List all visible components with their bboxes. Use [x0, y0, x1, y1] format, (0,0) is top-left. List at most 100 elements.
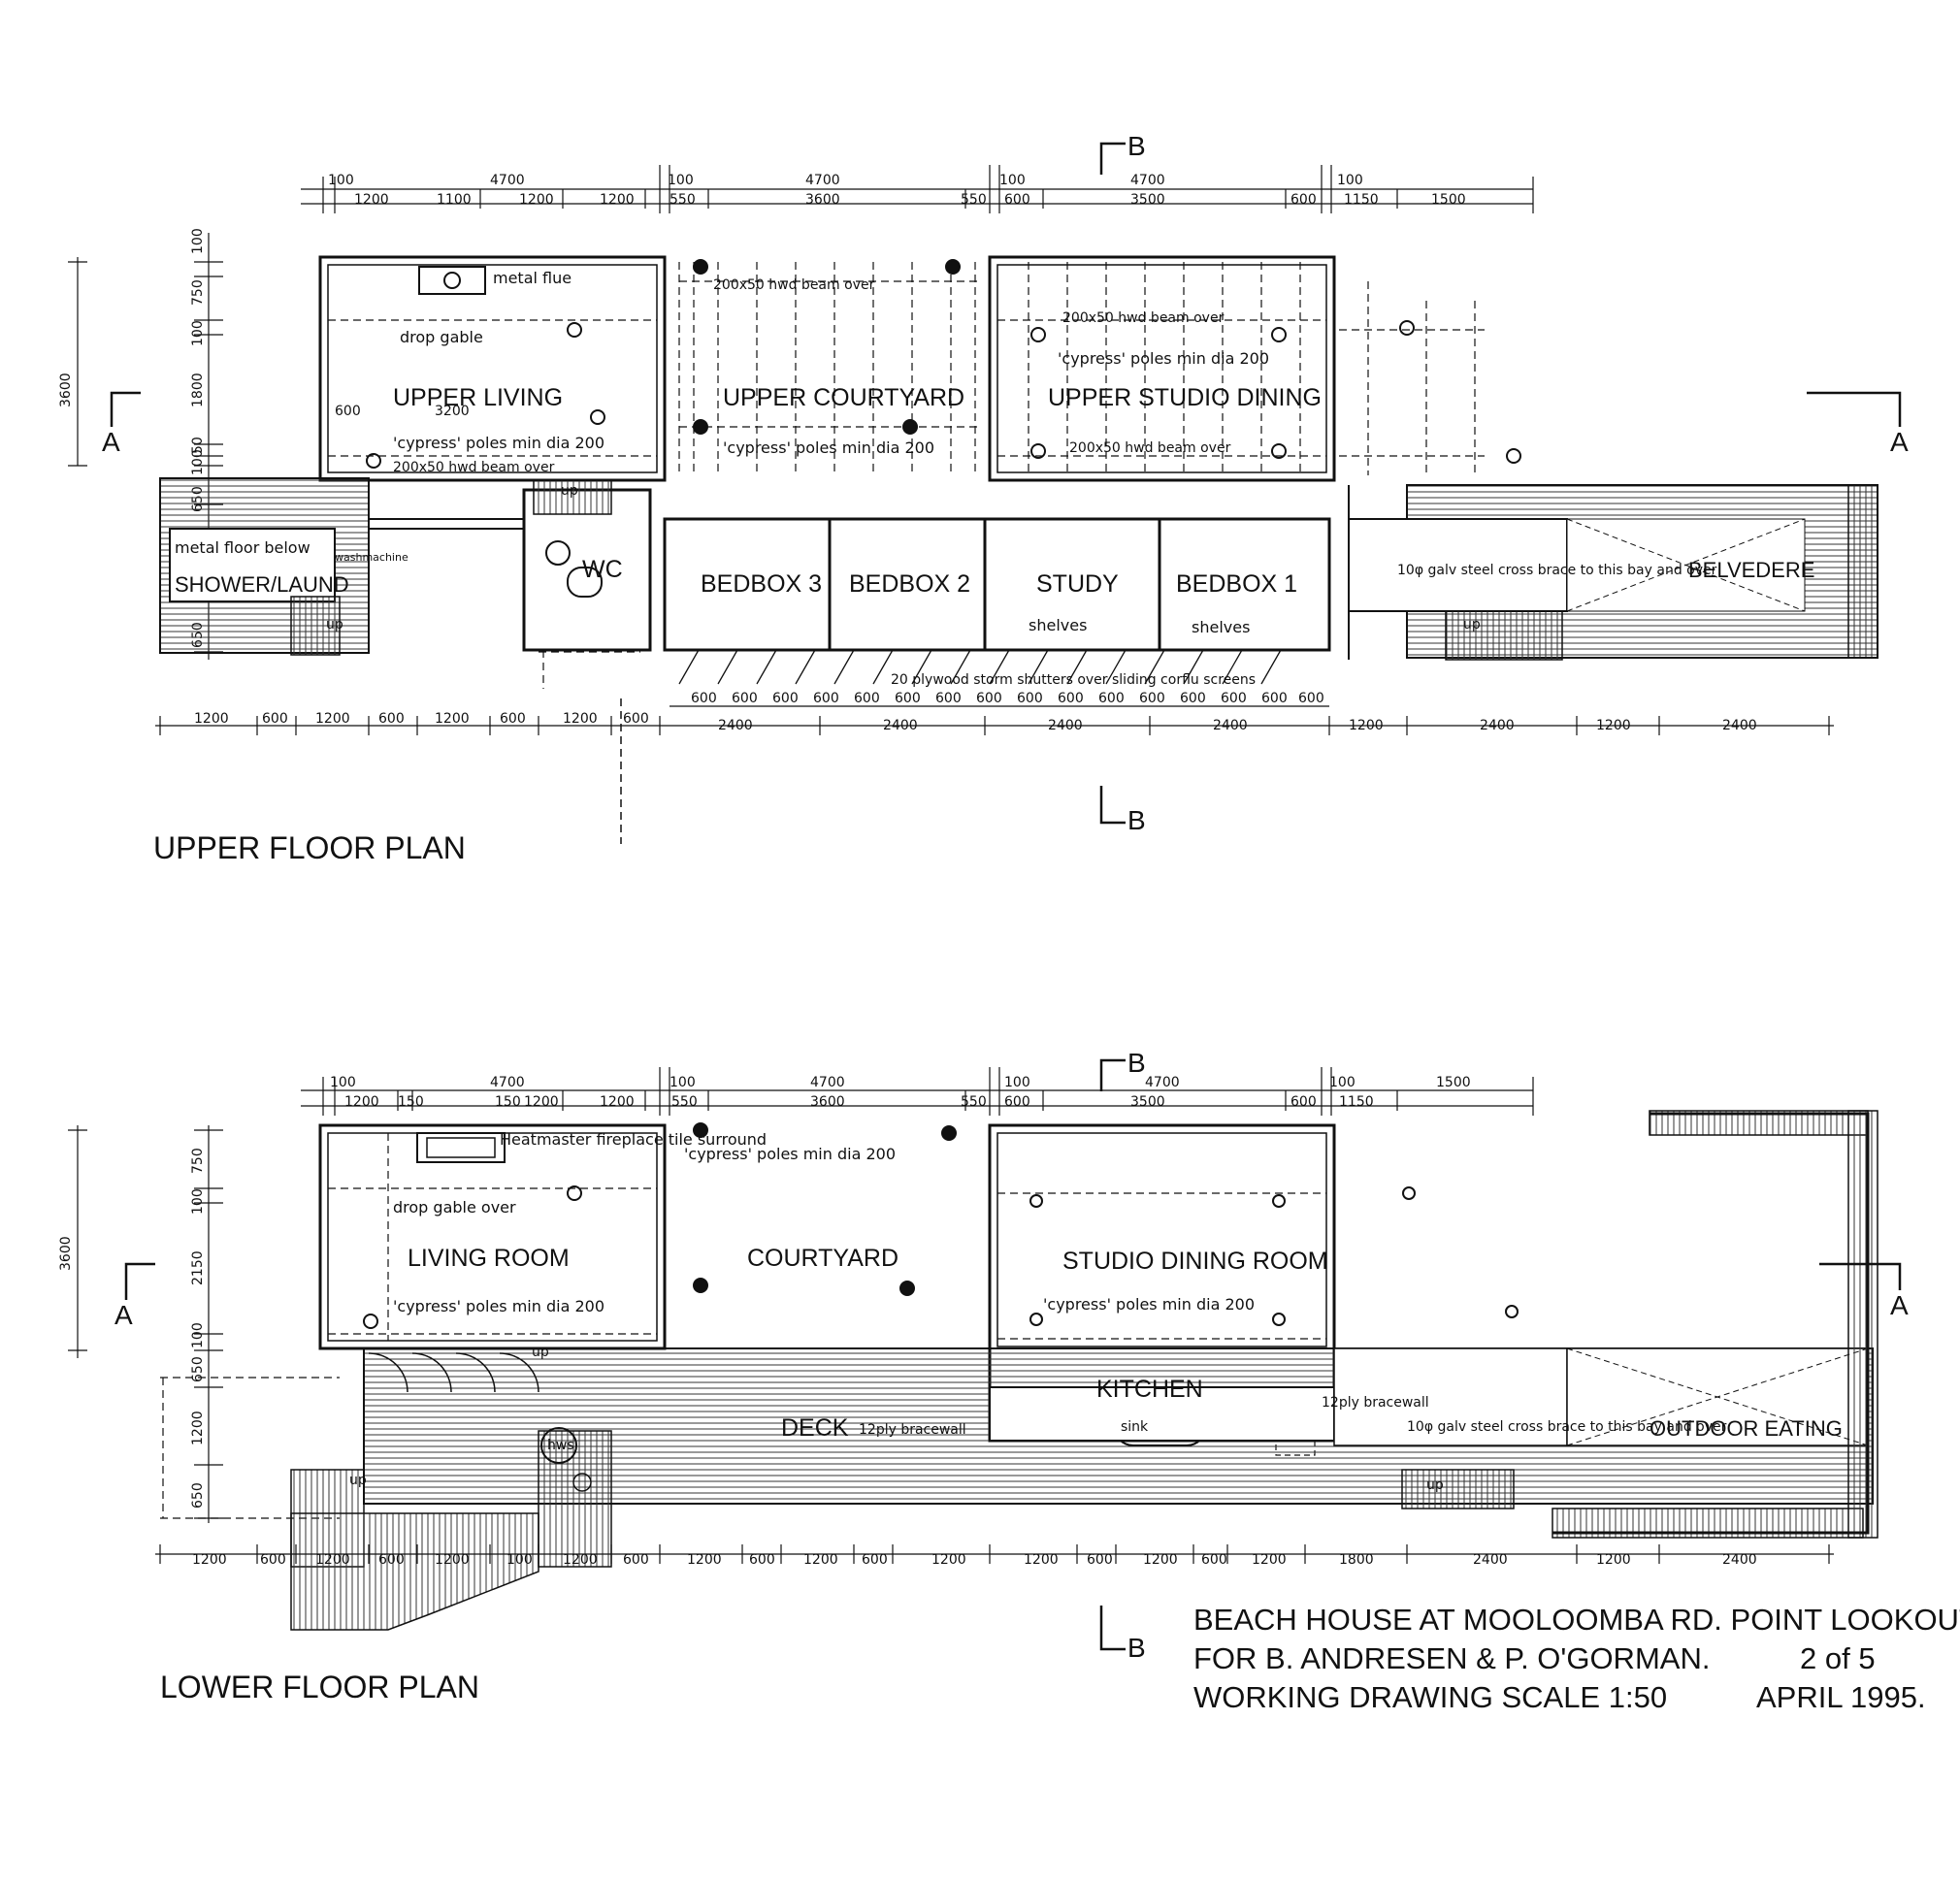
dim-label: 100 [328, 173, 354, 188]
dim-label: 600 [1261, 691, 1288, 706]
dim-label: 100 [190, 228, 206, 254]
lower-left-dimensions [68, 1125, 223, 1523]
note-beam: 200x50 hwd beam over [713, 277, 875, 293]
dim-label: 550 [671, 1094, 698, 1110]
dim-label: 1200 [435, 1552, 470, 1568]
upper-bottom-dimension-text: 600 600 600 600 600 600 600 600 600 600 … [194, 691, 1757, 733]
section-marker-a-upper-right: A [1807, 391, 1909, 457]
note-bracewall: 12ply bracewall [1322, 1395, 1429, 1411]
room-label-studio-dining-room: STUDIO DINING ROOM [1062, 1248, 1328, 1275]
section-marker-b-mid: B [1099, 786, 1146, 835]
note-poles: 'cypress' poles min dia 200 [393, 434, 604, 452]
dim-label: 600 [854, 691, 880, 706]
upper-decks [159, 477, 1878, 661]
dim-label: 600 [1017, 691, 1043, 706]
dim-label: 4700 [805, 173, 840, 188]
dim-label: 600 [732, 691, 758, 706]
dim-label: 600 [976, 691, 1002, 706]
dim-label: 600 [749, 1552, 775, 1568]
dim-label: 600 [1290, 192, 1317, 208]
section-label-a: A [102, 427, 120, 457]
upper-room-labels: UPPER LIVING UPPER COURTYARD UPPER STUDI… [175, 384, 1814, 598]
metal-flue-symbol [418, 266, 486, 295]
dim-label: 600 [262, 711, 288, 727]
note-poles: 'cypress' poles min dia 200 [393, 1297, 604, 1315]
upper-floor-plan: 100 4700 100 4700 100 4700 100 1200 1100… [58, 165, 1878, 865]
upper-dashed-lines [328, 262, 1485, 844]
dim-label: 600 [1180, 691, 1206, 706]
room-label-courtyard: COURTYARD [747, 1245, 898, 1272]
dim-label: 3600 [805, 192, 840, 208]
dim-label: 1200 [1143, 1552, 1178, 1568]
dim-label: 750 [190, 279, 206, 306]
lower-bottom-dimensions [155, 1544, 1834, 1564]
lower-bottom-dimension-text: 1200 600 1200 600 1200 100 1200 600 1200… [192, 1552, 1757, 1568]
upper-bottom-dimensions [155, 705, 1834, 735]
dim-label: 1200 [687, 1552, 722, 1568]
dim-label: 600 [623, 711, 649, 727]
note-drop-gable: drop gable over [393, 1198, 516, 1217]
dim-label: 100 [190, 1322, 206, 1348]
toilet-symbol [567, 567, 603, 598]
dim-label: 100 [1337, 173, 1363, 188]
dim-label: 1200 [1596, 718, 1631, 733]
dim-label: 2400 [883, 718, 918, 733]
dim-label: 100 [330, 1075, 356, 1090]
title-block: BEACH HOUSE AT MOOLOOMBA RD. POINT LOOKO… [1193, 1603, 1960, 1714]
lower-notes: Heatmaster fireplace tile surround drop … [349, 1130, 1727, 1493]
dim-label: 600 [935, 691, 962, 706]
dim-label: 100 [190, 320, 206, 346]
dim-label: 600 [1004, 1094, 1030, 1110]
section-label-a: A [1890, 427, 1909, 457]
dim-label: 600 [1004, 192, 1030, 208]
note-up: up [532, 1345, 549, 1360]
note-beam: 200x50 hwd beam over [393, 460, 555, 475]
room-label-bedbox-2: BEDBOX 2 [849, 570, 970, 598]
note-shelves: shelves [1192, 618, 1250, 636]
dim-label: 1800 [190, 373, 206, 407]
dim-label: 600 [378, 711, 405, 727]
dim-label: 1200 [524, 1094, 559, 1110]
dim-label: 600 [772, 691, 799, 706]
dim-label: 550 [961, 192, 987, 208]
dim-label: 2400 [1213, 718, 1248, 733]
dim-label: 1200 [1024, 1552, 1059, 1568]
dim-label: 1200 [563, 1552, 598, 1568]
title-block-sheet-number: 2 of 5 [1800, 1641, 1876, 1675]
dim-label: 650 [190, 1356, 206, 1382]
upper-top-dimension-text: 100 4700 100 4700 100 4700 100 1200 1100… [328, 173, 1466, 208]
dim-label: 100 [190, 1188, 206, 1215]
basin-symbol [545, 540, 571, 566]
dim-label: 600 [1290, 1094, 1317, 1110]
hws-symbol [540, 1427, 577, 1464]
dim-label: 4700 [1145, 1075, 1180, 1090]
section-label-b: B [1127, 805, 1146, 835]
note-storm-shutters: 20 plywood storm shutters over sliding c… [891, 672, 1256, 688]
room-label-living-room: LIVING ROOM [408, 1245, 570, 1272]
dim-label: 600 [691, 691, 717, 706]
upper-shutters [678, 649, 1282, 685]
dim-label: 4700 [810, 1075, 845, 1090]
lower-top-dimension-text: 100 4700 100 4700 100 4700 100 1200 150 … [330, 1075, 1471, 1110]
dim-label: 1200 [1349, 718, 1384, 733]
dim-label: 1500 [1436, 1075, 1471, 1090]
note-cross-brace: 10φ galv steel cross brace to this bay a… [1397, 563, 1717, 578]
note-metal-flue: metal flue [493, 269, 572, 287]
upper-top-dimensions [301, 165, 1534, 213]
dim-label: 1200 [435, 711, 470, 727]
lower-floor-plan-title: LOWER FLOOR PLAN [160, 1670, 479, 1704]
section-label-a: A [1890, 1290, 1909, 1320]
note-up: up [326, 617, 343, 633]
dim-label: 1200 [354, 192, 389, 208]
lower-room-labels: LIVING ROOM COURTYARD STUDIO DINING ROOM… [408, 1245, 1843, 1442]
room-label-deck: DECK [781, 1414, 849, 1442]
upper-notes: metal flue drop gable 3200 600 'cypress'… [175, 269, 1717, 688]
dim-label: 600 [378, 1552, 405, 1568]
room-label-outdoor-eating: OUTDOOR EATING [1650, 1416, 1843, 1441]
dim-label: 1150 [1339, 1094, 1374, 1110]
note-poles: 'cypress' poles min dia 200 [1043, 1295, 1255, 1314]
dim-label: 2400 [718, 718, 753, 733]
lower-doors [368, 1352, 539, 1393]
note-fireplace: Heatmaster fireplace tile surround [500, 1130, 767, 1149]
dim-label: 50 [190, 437, 206, 454]
